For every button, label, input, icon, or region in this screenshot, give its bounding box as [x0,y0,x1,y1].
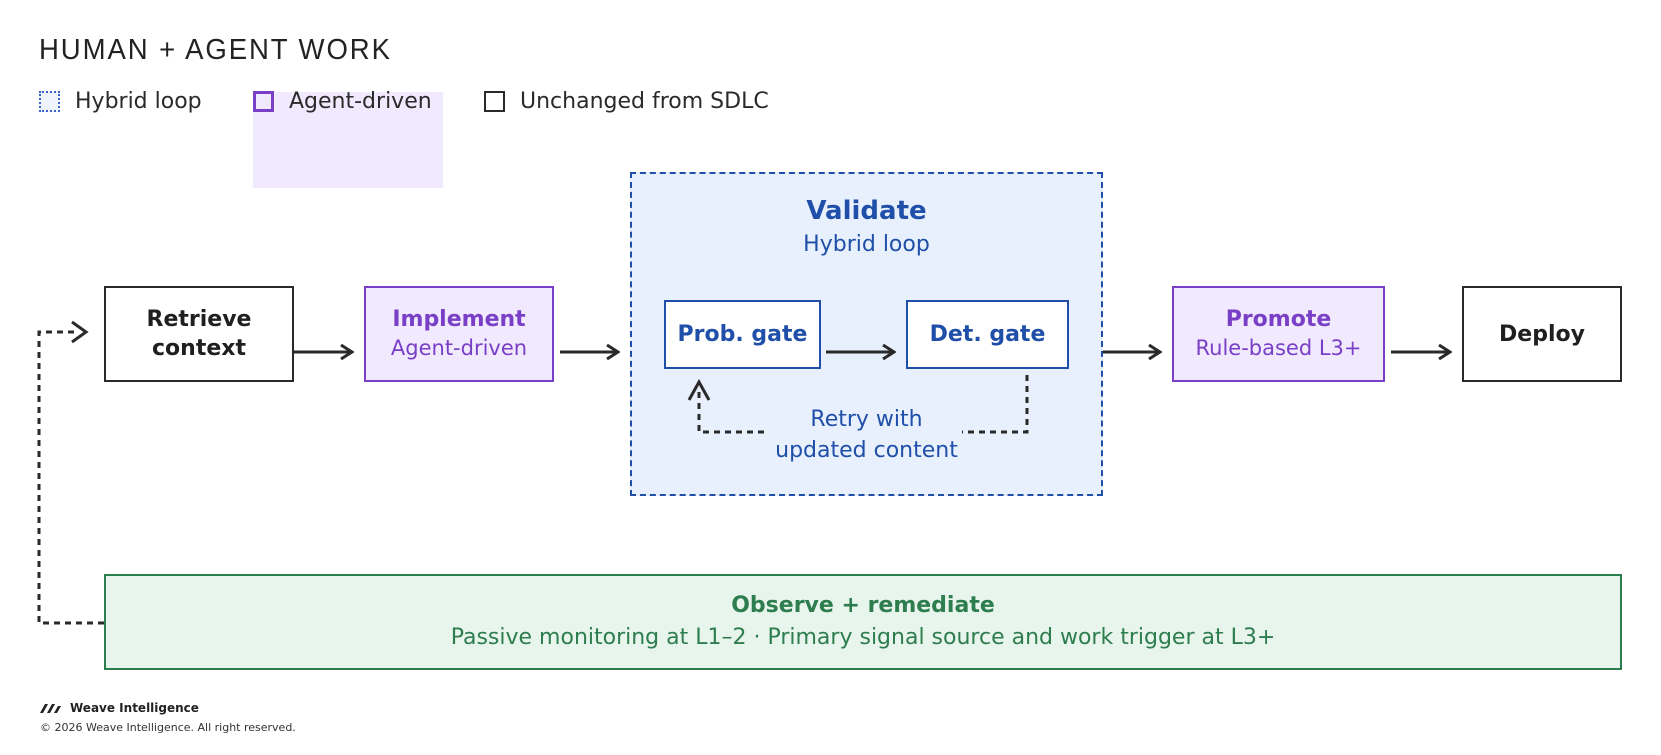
legend-agent: Agent-driven [253,88,432,114]
det-gate-label: Det. gate [929,322,1046,347]
observe-title: Observe + remediate [731,593,995,618]
unchanged-swatch-icon [484,90,505,112]
legend-hybrid: Hybrid loop [39,88,202,114]
brand: Weave Intelligence [40,701,199,715]
hybrid-swatch-icon [39,90,60,112]
retry-loop-right [962,375,1029,434]
retry-loop-left [697,388,764,434]
node-implement: Implement Agent-driven [364,286,554,382]
legend-unchanged-label: Unchanged from SDLC [520,88,769,114]
legend-highlight [253,92,443,188]
page-title: HUMAN + AGENT WORK [39,34,392,66]
legend-agent-label: Agent-driven [289,88,432,114]
node-deploy: Deploy [1462,286,1622,382]
implement-title: Implement [392,307,526,332]
retrieve-line2: context [152,336,246,361]
legend-hybrid-label: Hybrid loop [75,88,202,114]
copyright: © 2026 Weave Intelligence. All right res… [40,721,296,734]
promote-subtitle: Rule-based L3+ [1195,336,1362,360]
retry-label: Retry with updated content [760,404,973,466]
retry-line2: updated content [775,438,958,463]
node-promote: Promote Rule-based L3+ [1172,286,1385,382]
validate-title: Validate [806,196,927,226]
node-observe-remediate: Observe + remediate Passive monitoring a… [104,574,1622,670]
deploy-title: Deploy [1499,321,1585,347]
node-det-gate: Det. gate [906,300,1069,369]
promote-title: Promote [1225,307,1332,332]
legend-unchanged: Unchanged from SDLC [484,88,769,114]
retry-arrowhead [687,378,711,401]
validate-subtitle: Hybrid loop [803,232,930,257]
node-prob-gate: Prob. gate [664,300,821,369]
brand-name: Weave Intelligence [70,701,199,715]
feedback-arrowhead [71,320,89,344]
implement-subtitle: Agent-driven [390,336,528,360]
node-retrieve-context: Retrieve context [104,286,294,382]
retry-line1: Retry with [810,407,923,432]
weave-logo-icon [40,703,61,713]
retry-loop [697,375,1029,434]
observe-feedback-loop [37,330,104,625]
prob-gate-label: Prob. gate [677,322,808,347]
retrieve-line1: Retrieve [146,307,252,332]
observe-subtitle: Passive monitoring at L1–2 · Primary sig… [450,625,1276,650]
agent-swatch-icon [253,90,274,112]
